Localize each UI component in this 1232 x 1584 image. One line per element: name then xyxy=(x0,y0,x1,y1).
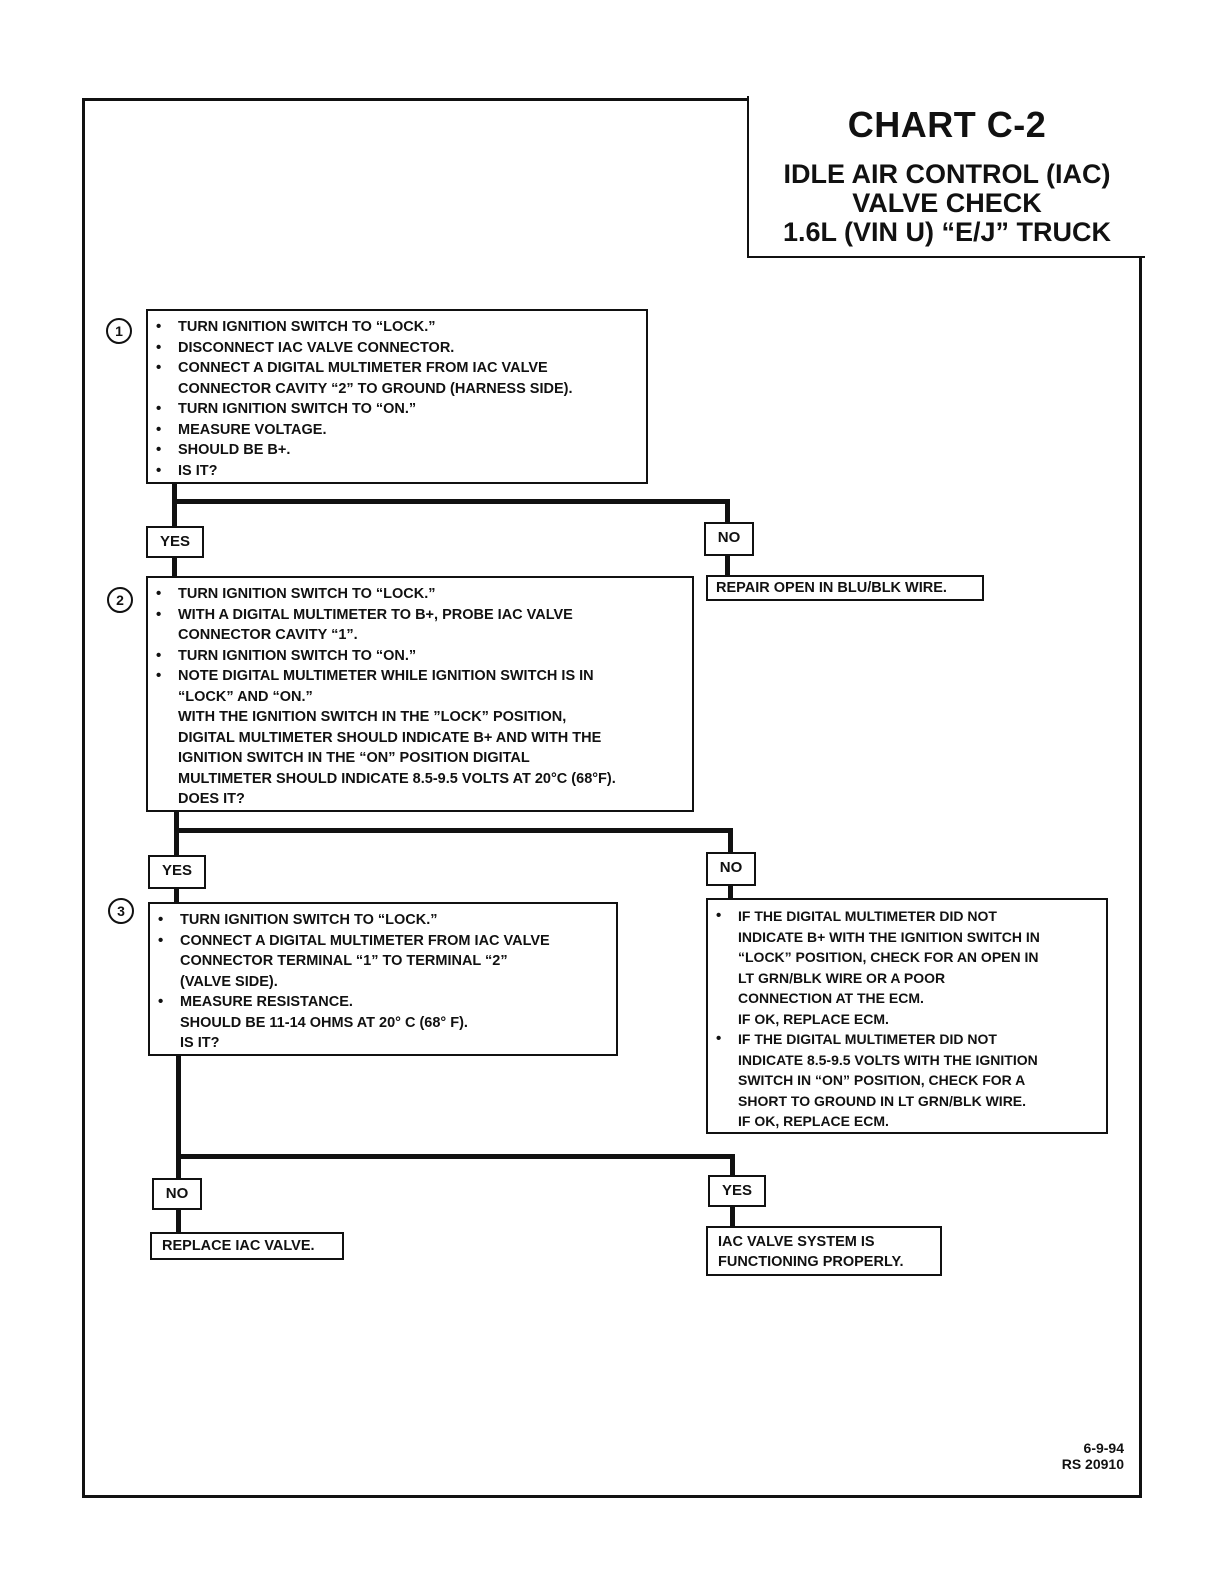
result-continuation: LT GRN/BLK WIRE OR A POOR xyxy=(738,969,946,986)
flow-connector xyxy=(725,499,730,523)
step-bullet: TURN IGNITION SWITCH TO “LOCK.” xyxy=(148,584,692,605)
result-bullet: IF THE DIGITAL MULTIMETER DID NOT xyxy=(708,906,1106,927)
yes-label: YES xyxy=(148,855,206,889)
result-line: FUNCTIONING PROPERLY. xyxy=(718,1254,904,1270)
step-bullet: CONNECT A DIGITAL MULTIMETER FROM IAC VA… xyxy=(150,931,616,952)
no-label: NO xyxy=(704,522,754,556)
step-continuation: IS IT? xyxy=(180,1035,220,1051)
step-bullet: WITH A DIGITAL MULTIMETER TO B+, PROBE I… xyxy=(148,605,692,626)
result-continuation: SWITCH IN “ON” POSITION, CHECK FOR A xyxy=(738,1072,1026,1088)
step-continuation: (VALVE SIDE). xyxy=(180,973,278,990)
chart-frame xyxy=(82,98,1142,1498)
yes-label: YES xyxy=(708,1175,766,1207)
subtitle-line: 1.6L (VIN U) “E/J” TRUCK xyxy=(782,217,1112,247)
step-bullet: IS IT? xyxy=(148,461,646,482)
result-continuation: SHORT TO GROUND IN LT GRN/BLK WIRE. xyxy=(738,1092,1027,1109)
step-bullet: TURN IGNITION SWITCH TO “LOCK.” xyxy=(148,317,646,338)
step-continuation: “LOCK” AND “ON.” xyxy=(178,688,313,705)
step-2-box: TURN IGNITION SWITCH TO “LOCK.” WITH A D… xyxy=(146,576,694,812)
flow-connector xyxy=(728,828,733,854)
step-continuation: MULTIMETER SHOULD INDICATE 8.5-9.5 VOLTS… xyxy=(178,770,616,787)
flow-connector xyxy=(172,558,177,578)
no-label: NO xyxy=(152,1178,202,1210)
flow-connector xyxy=(176,1056,181,1178)
subtitle-line: IDLE AIR CONTROL (IAC) xyxy=(783,159,1111,189)
step-bullet: CONNECT A DIGITAL MULTIMETER FROM IAC VA… xyxy=(148,358,646,379)
step-number-3: 3 xyxy=(108,898,134,924)
yes-label: YES xyxy=(146,526,204,558)
step-1-box: TURN IGNITION SWITCH TO “LOCK.” DISCONNE… xyxy=(146,309,648,484)
step-bullet: SHOULD BE B+. xyxy=(148,440,646,461)
chart-title: CHART C-2 xyxy=(847,104,1047,145)
step-bullet: MEASURE VOLTAGE. xyxy=(148,420,646,441)
flow-connector xyxy=(728,886,733,900)
no-label: NO xyxy=(706,852,756,886)
flow-connector xyxy=(174,828,733,833)
step-continuation: WITH THE IGNITION SWITCH IN THE ”LOCK” P… xyxy=(178,709,567,725)
flow-connector xyxy=(172,499,730,504)
flow-connector xyxy=(176,1154,735,1159)
flow-connector xyxy=(725,556,730,576)
result-continuation: INDICATE B+ WITH THE IGNITION SWITCH IN xyxy=(738,928,1040,945)
result-replace-iac: REPLACE IAC VALVE. xyxy=(150,1232,344,1260)
title-block: CHART C-2 IDLE AIR CONTROL (IAC) VALVE C… xyxy=(747,96,1145,258)
step-bullet: MEASURE RESISTANCE. xyxy=(150,992,616,1013)
step-number-1: 1 xyxy=(106,318,132,344)
result-continuation: CONNECTION AT THE ECM. xyxy=(738,990,924,1006)
step-bullet: TURN IGNITION SWITCH TO “ON.” xyxy=(148,646,692,667)
result-bullet: IF THE DIGITAL MULTIMETER DID NOT xyxy=(708,1029,1106,1050)
result-continuation: INDICATE 8.5-9.5 VOLTS WITH THE IGNITION xyxy=(738,1051,1038,1068)
step-continuation: SHOULD BE 11-14 OHMS AT 20° C (68° F). xyxy=(180,1014,468,1031)
flow-connector xyxy=(174,889,179,903)
result-continuation: IF OK, REPLACE ECM. xyxy=(738,1010,889,1027)
step-bullet: DISCONNECT IAC VALVE CONNECTOR. xyxy=(148,338,646,359)
footer-ref: RS 20910 xyxy=(1061,1456,1124,1472)
footer-reference: 6-9-94 RS 20910 xyxy=(1062,1440,1124,1472)
flow-connector xyxy=(176,1210,181,1232)
result-repair-open: REPAIR OPEN IN BLU/BLK WIRE. xyxy=(706,575,984,601)
step-continuation: CONNECTOR TERMINAL “1” TO TERMINAL “2” xyxy=(180,953,508,969)
subtitle-line: VALVE CHECK xyxy=(852,188,1042,218)
result-line: IAC VALVE SYSTEM IS xyxy=(718,1234,875,1250)
step-bullet: TURN IGNITION SWITCH TO “ON.” xyxy=(148,399,646,420)
chart-subtitle: IDLE AIR CONTROL (IAC) VALVE CHECK 1.6L … xyxy=(749,160,1145,247)
flow-connector xyxy=(172,484,177,526)
step-bullet: TURN IGNITION SWITCH TO “LOCK.” xyxy=(150,910,616,931)
result-continuation: “LOCK” POSITION, CHECK FOR AN OPEN IN xyxy=(738,949,1039,965)
result-functioning: IAC VALVE SYSTEM IS FUNCTIONING PROPERLY… xyxy=(706,1226,942,1276)
step-continuation: IGNITION SWITCH IN THE “ON” POSITION DIG… xyxy=(178,750,530,766)
step-continuation: DOES IT? xyxy=(178,791,245,807)
flow-connector xyxy=(174,812,179,856)
step-continuation: DIGITAL MULTIMETER SHOULD INDICATE B+ AN… xyxy=(178,729,602,746)
footer-date: 6-9-94 xyxy=(1083,1440,1124,1456)
result-continuation: IF OK, REPLACE ECM. xyxy=(738,1113,889,1129)
flow-connector xyxy=(730,1207,735,1227)
step-2-no-result: IF THE DIGITAL MULTIMETER DID NOT INDICA… xyxy=(706,898,1108,1134)
step-continuation: CONNECTOR CAVITY “1”. xyxy=(178,627,358,643)
flow-connector xyxy=(730,1154,735,1176)
step-bullet: NOTE DIGITAL MULTIMETER WHILE IGNITION S… xyxy=(148,666,692,687)
step-3-box: TURN IGNITION SWITCH TO “LOCK.” CONNECT … xyxy=(148,902,618,1056)
step-continuation: CONNECTOR CAVITY “2” TO GROUND (HARNESS … xyxy=(178,380,573,397)
step-number-2: 2 xyxy=(107,587,133,613)
